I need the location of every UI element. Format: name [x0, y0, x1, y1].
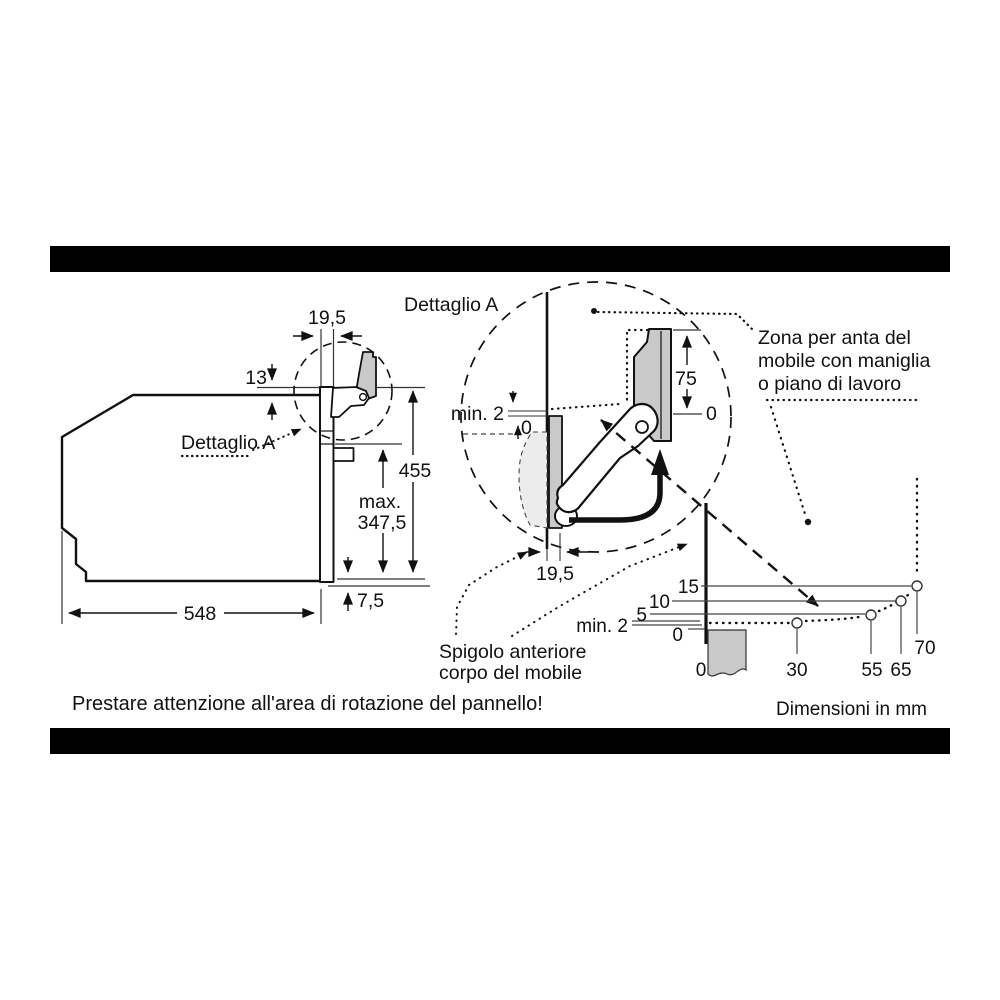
y-tick-5: 5: [636, 605, 647, 626]
oven-side-view: 19,5 13 Dettaglio A 455 max. 347,5 7,5 5…: [60, 307, 432, 625]
top-divider-bar: [50, 246, 950, 272]
dim-548-label: 548: [184, 603, 217, 625]
clearance-chart: 15 10 5 min. 2 0 0 30 55 65 70 Dimension…: [576, 503, 936, 720]
y-tick-min2: min. 2: [576, 616, 628, 637]
dim-7-5-label: 7,5: [357, 590, 384, 612]
edge-note-block: Spigolo anteriore corpo del mobile: [439, 543, 688, 684]
dim-13-label: 13: [245, 367, 267, 389]
caution-text: Prestare attenzione all'area di rotazion…: [72, 693, 543, 715]
edge-note-line2: corpo del mobile: [439, 662, 582, 684]
furniture-body-section: [707, 629, 747, 677]
oven-body-outline: [60, 393, 323, 583]
door-swing-arrowhead: [651, 449, 669, 475]
dim-zone-zero-label: 0: [706, 403, 717, 425]
hinge-arm-pivot: [635, 420, 649, 434]
dim-19-5-label: 19,5: [308, 307, 346, 329]
zone-note-line2: mobile con maniglia: [758, 350, 930, 372]
leader-origin-dot: [591, 308, 597, 314]
dim-zero-front-label: 0: [521, 417, 532, 439]
edge-note-leader-right: [511, 543, 688, 637]
edge-note-line1: Spigolo anteriore: [439, 641, 586, 663]
units-note: Dimensioni in mm: [776, 699, 927, 720]
bottom-divider-bar: [50, 728, 950, 754]
detail-callout-label: Dettaglio A: [181, 432, 275, 454]
point-55-5: [865, 609, 877, 621]
detail-a-boundary-circle: [460, 281, 732, 553]
dim-19-5-det-label: 19,5: [536, 563, 574, 585]
dim-347-label: 347,5: [358, 512, 407, 534]
dim-75-label: 75: [675, 368, 697, 390]
zone-note-block: Zona per anta del mobile con maniglia o …: [591, 308, 930, 579]
zone-note-leader-dotted: [596, 310, 756, 333]
hinge-pivot: [358, 392, 368, 402]
zone-note-line1: Zona per anta del: [758, 327, 911, 349]
point-70-15: [911, 580, 923, 592]
door-recess-region: [518, 431, 548, 529]
x-tick-0: 0: [696, 660, 707, 681]
detail-a-marker-circle: [293, 341, 393, 441]
hinge-lever: [330, 386, 370, 418]
edge-note-leader-left: [455, 551, 528, 635]
zone-note-diagonal-dotted: [769, 405, 808, 519]
dim-max-prefix-label: max.: [359, 491, 401, 513]
y-tick-15: 15: [678, 577, 699, 598]
x-tick-30: 30: [786, 660, 807, 681]
x-tick-65: 65: [890, 660, 911, 681]
door-handle-side: [332, 447, 355, 462]
door-edge-trajectory-dotted: [708, 593, 910, 625]
point-30-2: [791, 617, 803, 629]
y-tick-10: 10: [649, 592, 670, 613]
detail-callout-leader: [252, 428, 302, 451]
x-tick-55: 55: [861, 660, 882, 681]
dim-455-label: 455: [399, 460, 432, 482]
leader-end-dot: [804, 518, 812, 526]
min-gap-dotted-line: [550, 402, 622, 411]
point-65-10: [895, 595, 907, 607]
dim-min-2-label: min. 2: [451, 403, 504, 425]
y-tick-0: 0: [672, 625, 683, 646]
detail-a-view: Dettaglio A min. 2 0 75 0 19,5: [404, 281, 819, 607]
zone-note-line3: o piano di lavoro: [758, 373, 901, 395]
x-tick-70: 70: [914, 638, 935, 659]
clearance-pointer-dashed-arrow: [600, 419, 819, 607]
detail-a-title: Dettaglio A: [404, 294, 498, 316]
